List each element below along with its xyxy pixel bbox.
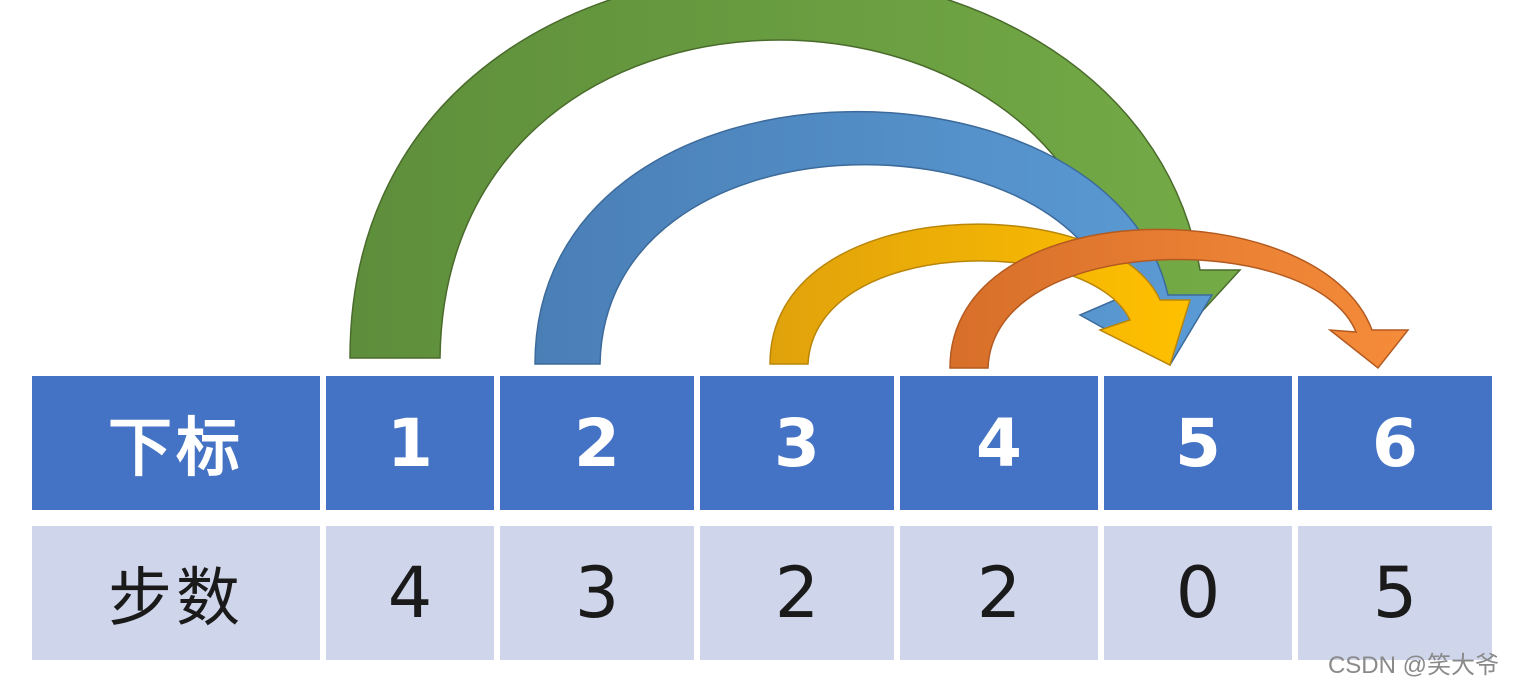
index-cell: 2 xyxy=(500,376,694,510)
index-cell: 6 xyxy=(1298,376,1492,510)
steps-cell: 5 xyxy=(1298,526,1492,660)
arrow-4-to-6 xyxy=(949,228,1410,370)
steps-cell: 3 xyxy=(500,526,694,660)
arrow-1-to-5 xyxy=(349,0,1242,359)
index-header: 下标 xyxy=(32,376,320,510)
steps-row: 步数 4 3 2 2 0 5 xyxy=(0,526,1513,660)
watermark: CSDN @笑大爷 xyxy=(1327,652,1499,679)
index-cell: 5 xyxy=(1104,376,1292,510)
steps-cell: 4 xyxy=(326,526,494,660)
arrow-2-to-5 xyxy=(534,110,1214,367)
index-row: 下标 1 2 3 4 5 6 xyxy=(0,376,1513,510)
steps-header: 步数 xyxy=(32,526,320,660)
index-cell: 4 xyxy=(900,376,1098,510)
index-cell: 1 xyxy=(326,376,494,510)
steps-cell: 2 xyxy=(900,526,1098,660)
index-cell: 3 xyxy=(700,376,894,510)
steps-cell: 0 xyxy=(1104,526,1292,660)
steps-cell: 2 xyxy=(700,526,894,660)
